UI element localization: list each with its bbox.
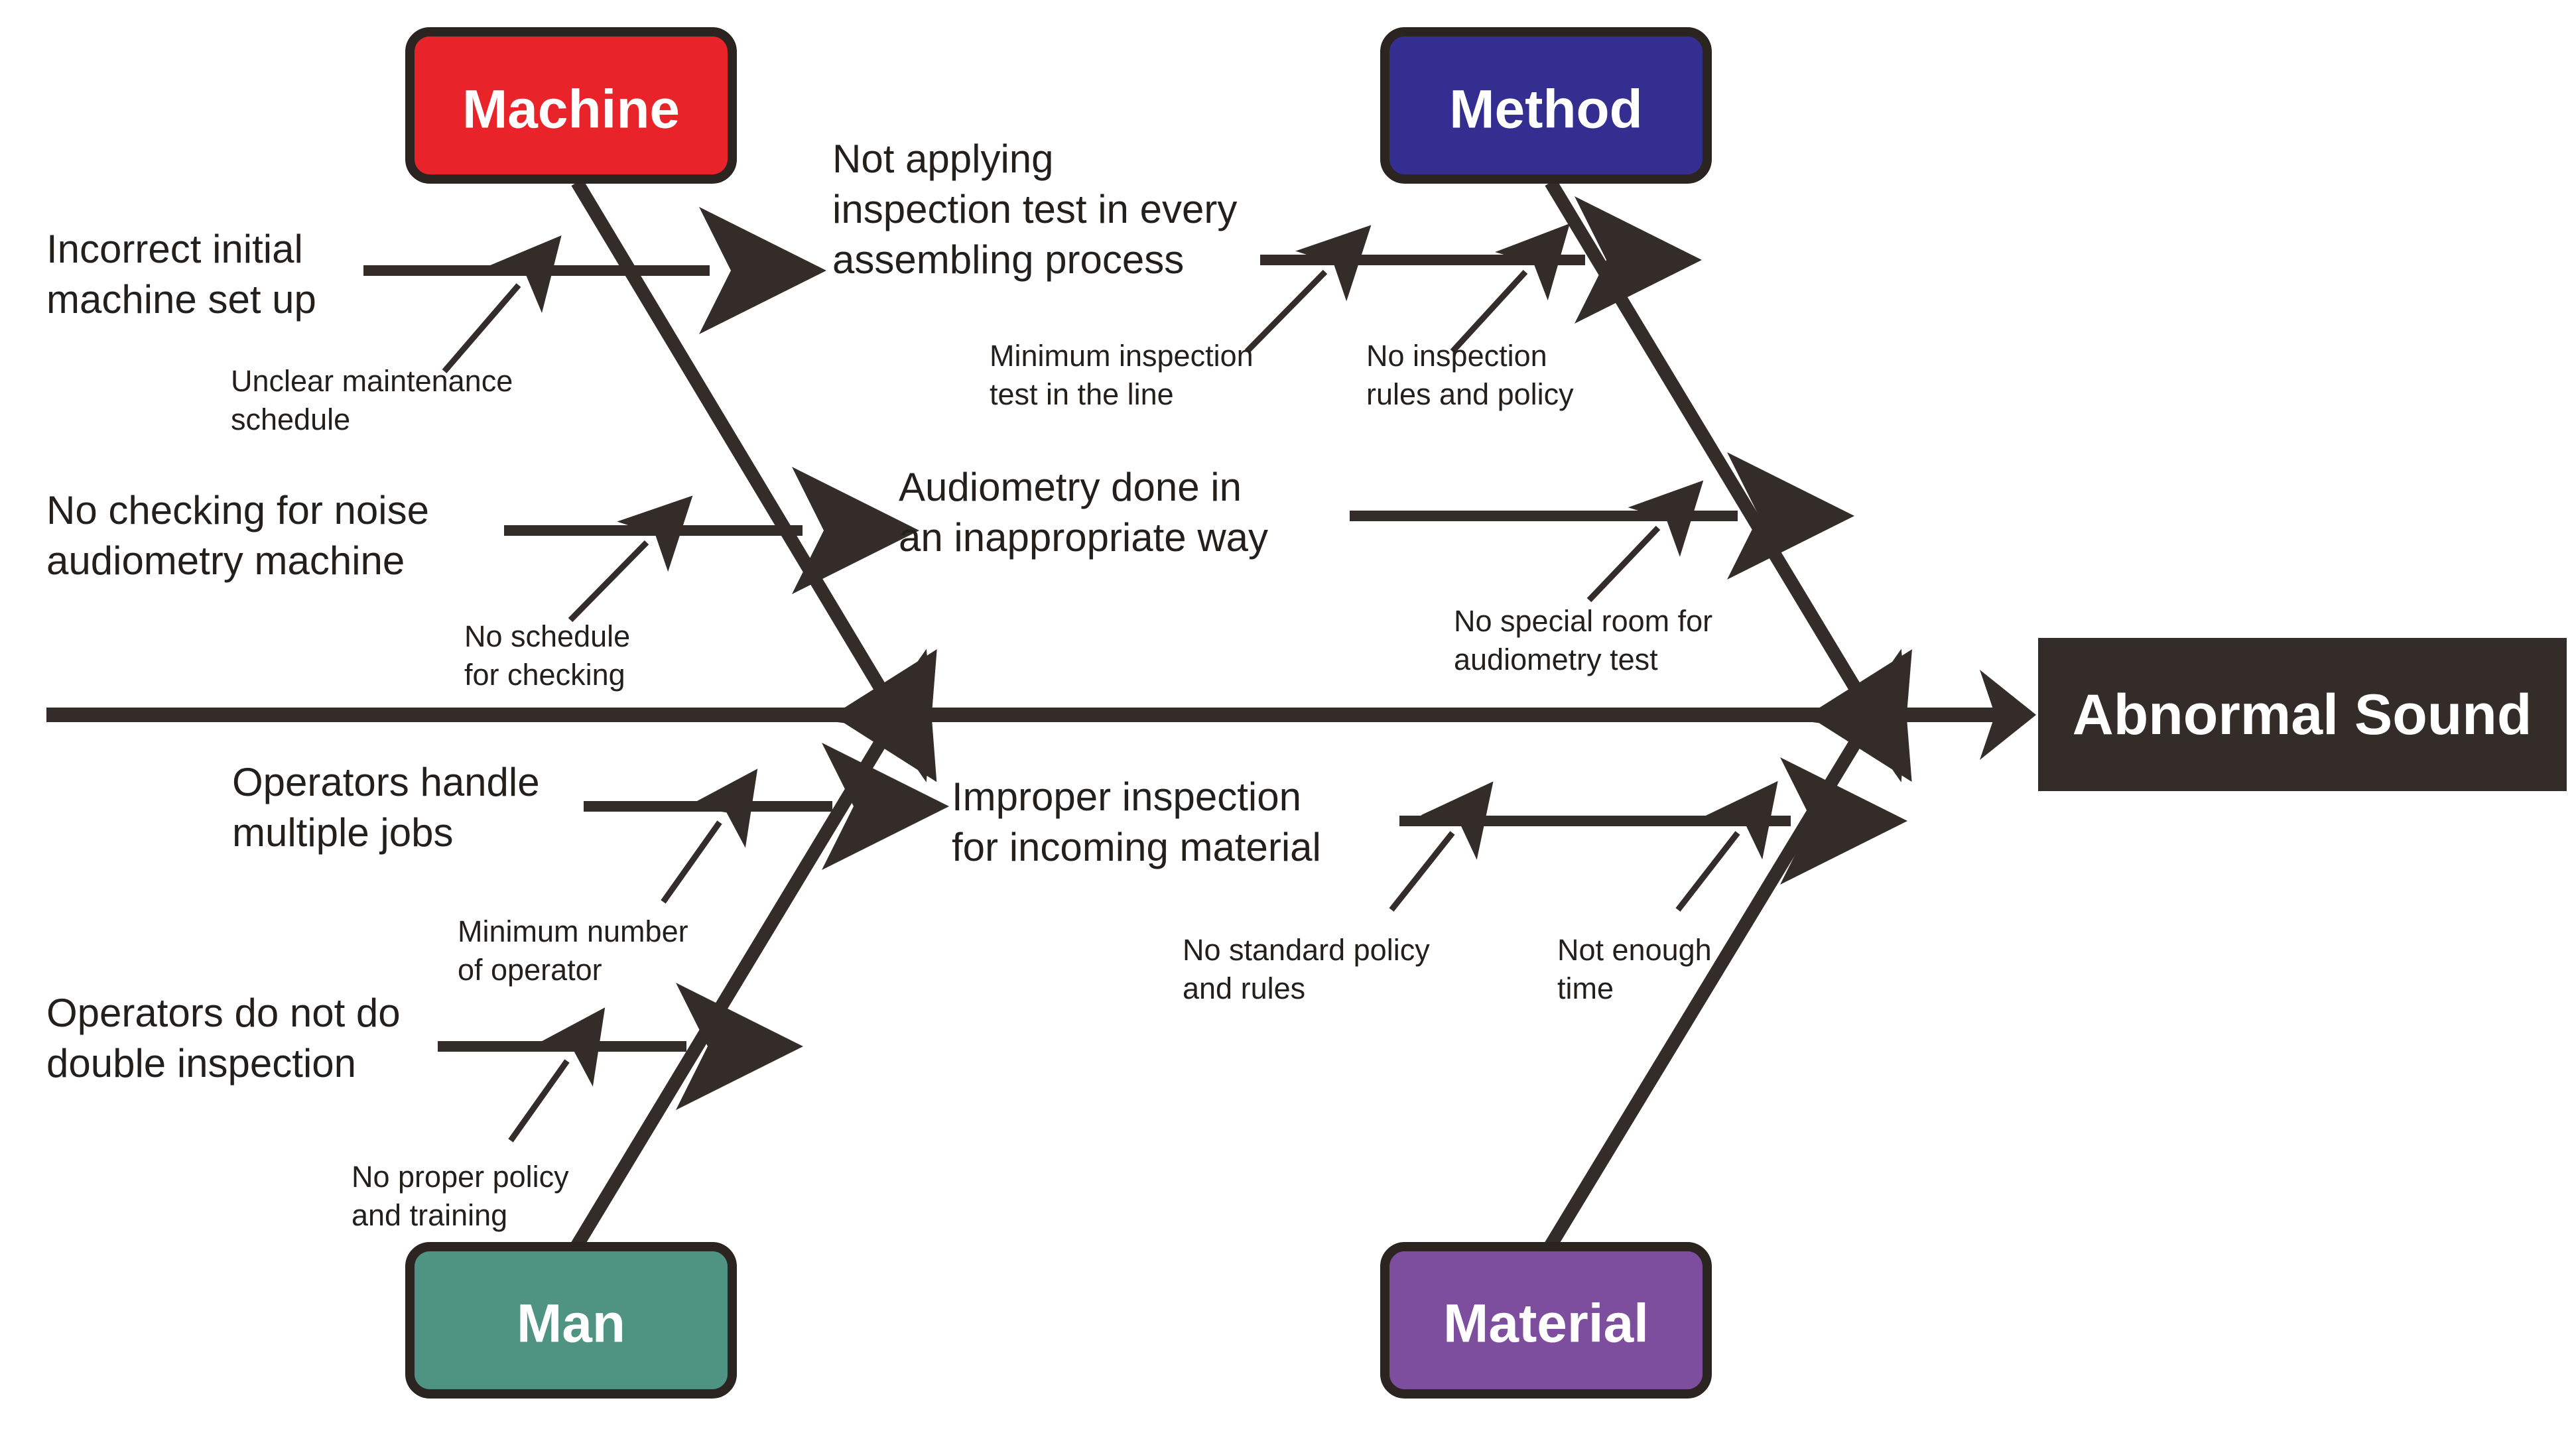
subcause-machine-1-1-line1: Unclear maintenance bbox=[231, 364, 513, 398]
junction-node-right bbox=[1846, 686, 1903, 743]
cause-man-2-line2: double inspection bbox=[46, 1041, 356, 1086]
subcause-man-1-1-line2: of operator bbox=[458, 953, 602, 987]
cause-material-1-line1: Improper inspection bbox=[952, 775, 1301, 819]
subcause-method-2-1-bone bbox=[1586, 480, 1704, 603]
category-material[interactable]: Material bbox=[1380, 649, 1912, 1399]
material-label: Material bbox=[1443, 1294, 1649, 1354]
cause-method-2: Audiometry done in an inappropriate way … bbox=[899, 452, 1854, 676]
cause-man-1-line1: Operators handle bbox=[232, 760, 540, 804]
cause-man-1-line2: multiple jobs bbox=[232, 810, 454, 855]
subcause-material-1-2-line2: time bbox=[1557, 971, 1614, 1005]
subcause-man-2-1-line2: and training bbox=[352, 1198, 507, 1232]
subcause-machine-1-1-line2: schedule bbox=[231, 403, 350, 436]
subcause-method-2-1-line2: audiometry test bbox=[1454, 643, 1658, 676]
cause-material-1: Improper inspection for incoming materia… bbox=[952, 757, 1907, 1005]
junction-node-left bbox=[870, 686, 927, 743]
spine-arrowhead bbox=[1980, 670, 2036, 760]
cause-machine-1-line2: machine set up bbox=[46, 277, 316, 322]
cause-method-2-line1: Audiometry done in bbox=[899, 465, 1242, 509]
cause-method-2-line2: an inappropriate way bbox=[899, 515, 1268, 560]
subcause-method-1-1-line1: Minimum inspection bbox=[990, 339, 1254, 373]
effect-box[interactable] bbox=[2038, 638, 2567, 791]
subcause-method-1-1-bone bbox=[1244, 225, 1372, 354]
subcause-material-1-2-bone bbox=[1675, 780, 1778, 912]
cause-method-1-line3: assembling process bbox=[832, 237, 1184, 282]
subcause-method-1-2-line1: No inspection bbox=[1366, 339, 1547, 373]
subcause-material-1-2-line1: Not enough bbox=[1557, 933, 1712, 967]
cause-machine-2-line1: No checking for noise bbox=[46, 488, 429, 532]
effect-box-group[interactable]: Abnormal Sound bbox=[2038, 638, 2567, 791]
subcause-method-1-1-line2: test in the line bbox=[990, 377, 1174, 411]
cause-man-2-line1: Operators do not do bbox=[46, 991, 401, 1035]
subcause-material-1-1-line1: No standard policy bbox=[1183, 933, 1430, 967]
subcause-method-1-2-bone bbox=[1450, 223, 1570, 354]
subcause-man-2-1-line1: No proper policy bbox=[352, 1160, 569, 1194]
subcause-machine-1-1-bone bbox=[442, 235, 562, 373]
cause-method-1-line2: inspection test in every bbox=[832, 187, 1237, 231]
category-man[interactable]: Man bbox=[405, 649, 937, 1399]
man-bone bbox=[571, 649, 937, 1249]
subcause-machine-2-1-line2: for checking bbox=[464, 658, 625, 692]
cause-method-1-line1: Not applying bbox=[832, 137, 1054, 181]
method-box[interactable] bbox=[1380, 27, 1712, 184]
material-box[interactable] bbox=[1380, 1242, 1712, 1399]
man-label: Man bbox=[517, 1294, 625, 1354]
category-method[interactable]: Method bbox=[1380, 27, 1912, 782]
spine-group bbox=[46, 670, 2036, 760]
subcause-man-1-1-line1: Minimum number bbox=[458, 914, 688, 948]
cause-material-1-line2: for incoming material bbox=[952, 825, 1321, 869]
subcause-method-1-2-line2: rules and policy bbox=[1366, 377, 1574, 411]
category-machine[interactable]: Machine bbox=[405, 27, 937, 782]
effect-label: Abnormal Sound bbox=[2073, 683, 2532, 747]
machine-box[interactable] bbox=[405, 27, 737, 184]
subcause-material-1-1-bone bbox=[1389, 781, 1494, 912]
cause-machine-1-line1: Incorrect initial bbox=[46, 227, 303, 271]
subcause-man-2-1-bone bbox=[508, 1007, 606, 1143]
subcause-machine-2-1-bone bbox=[568, 495, 693, 623]
cause-machine-2-line2: audiometry machine bbox=[46, 538, 405, 583]
man-box[interactable] bbox=[405, 1242, 737, 1399]
cause-man-1: Operators handle multiple jobs Minimum n… bbox=[232, 743, 949, 987]
subcause-material-1-1-line2: and rules bbox=[1183, 971, 1305, 1005]
machine-label: Machine bbox=[462, 80, 680, 140]
subcause-man-1-1-bone bbox=[661, 769, 758, 904]
subcause-method-2-1-line1: No special room for bbox=[1454, 604, 1712, 638]
cause-machine-2: No checking for noise audiometry machine… bbox=[46, 467, 919, 692]
cause-man-2: Operators do not do double inspection No… bbox=[46, 983, 803, 1232]
cause-method-1: Not applying inspection test in every as… bbox=[832, 137, 1702, 411]
method-label: Method bbox=[1449, 80, 1642, 140]
subcause-machine-2-1-line1: No schedule bbox=[464, 619, 630, 653]
cause-machine-1: Incorrect initial machine set up Unclear… bbox=[46, 207, 826, 436]
